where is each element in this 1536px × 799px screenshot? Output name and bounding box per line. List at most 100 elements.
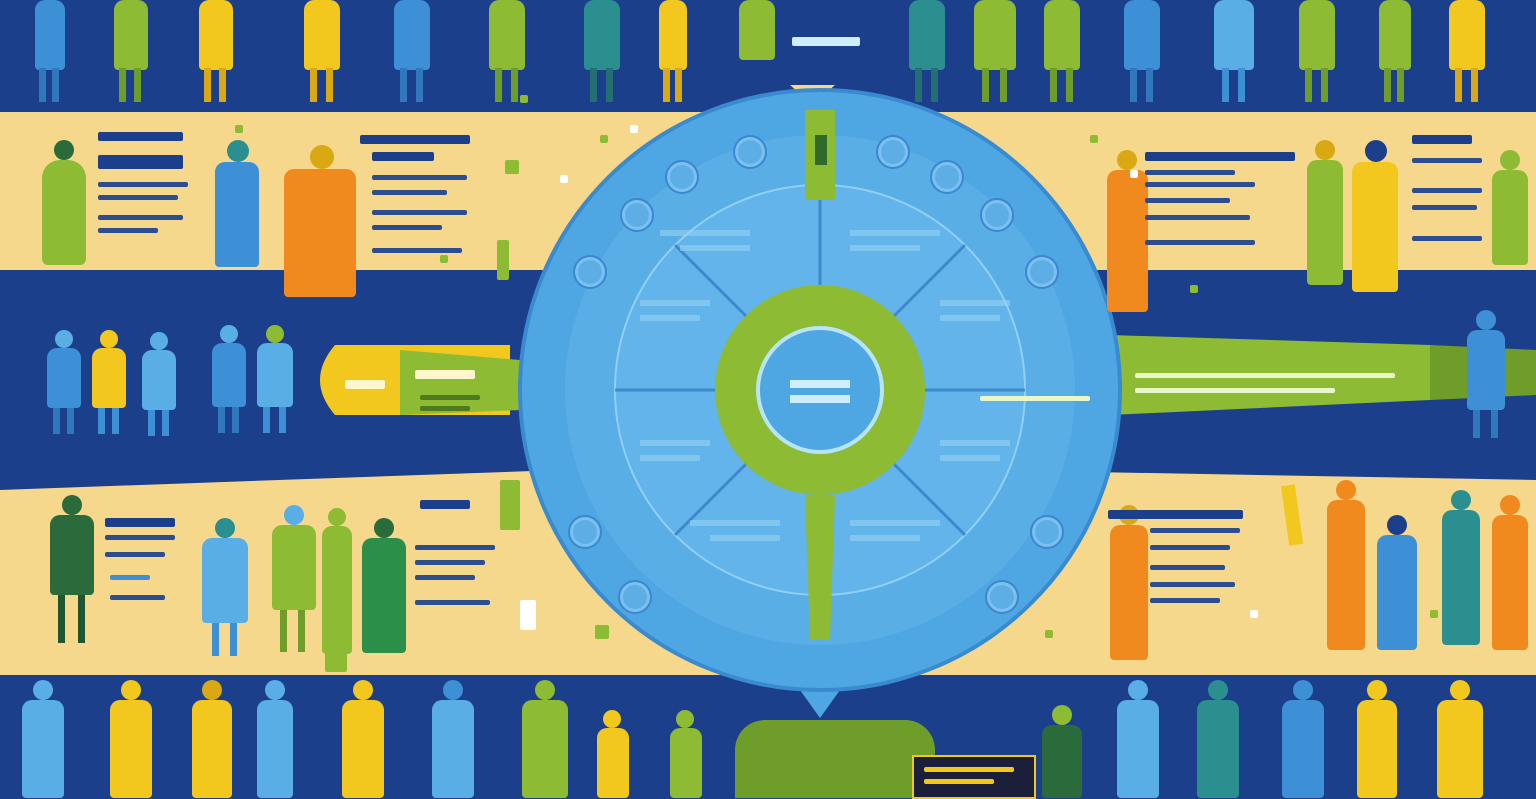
person-figure-icon [1108,505,1150,665]
wheel-badge-icon-2 [665,160,699,194]
person-figure-icon [970,0,1020,105]
person-figure-icon [1445,0,1489,105]
person-figure-icon [40,140,88,270]
confetti-piece [595,625,609,639]
confetti-piece [505,160,519,174]
panel-text-line [1150,598,1220,603]
panel-text-line [924,767,1014,772]
wheel-badge-icon-3 [620,198,654,232]
arrow-text-line [1135,388,1335,393]
wheel-badge-icon-8 [930,160,964,194]
person-figure-icon [1295,0,1339,105]
person-figure-icon [1305,140,1345,290]
person-figure-icon [110,0,152,105]
person-figure-icon [1440,490,1482,650]
panel-text-line [924,779,994,784]
panel-text-line [372,175,467,180]
arrow-text-line [980,396,1090,401]
person-figure-icon [905,0,949,105]
person-figure-icon [1375,515,1419,655]
wheel-badge-icon-7 [876,135,910,169]
confetti-piece [235,125,243,133]
person-figure-icon [1325,480,1367,655]
person-figure-icon [735,0,779,80]
arrow-label-scribble [345,380,385,389]
panel-heading-scribble [1108,510,1243,519]
confetti-piece [1090,135,1098,143]
panel-text-line [98,215,183,220]
wheel-badge-icon-6 [618,580,652,614]
panel-heading-scribble [98,155,183,169]
panel-text-line [98,228,158,233]
confetti-piece [440,255,448,263]
panel-heading-scribble [372,152,434,161]
confetti-piece [1130,170,1138,178]
person-figure-icon [1210,0,1258,105]
arrow-text-line [420,395,480,400]
confetti-piece [500,480,520,530]
panel-text-line [98,182,188,187]
person-figure-icon [360,518,408,658]
panel-text-line [98,195,178,200]
confetti-piece [560,175,568,183]
person-figure-icon [485,0,529,105]
panel-text-line [110,575,150,580]
person-figure-icon [1355,680,1399,798]
bottom-people-row [0,680,1536,799]
panel-text-line [372,190,447,195]
person-figure-icon [300,0,344,105]
panel-text-line [1150,582,1235,587]
panel-text-line [1150,545,1230,550]
confetti-piece [520,600,536,630]
person-figure-icon [270,505,318,655]
person-figure-icon [20,680,66,798]
panel-text-line [1412,205,1477,210]
person-figure-icon [595,710,631,798]
wheel-badge-icon-4 [573,255,607,289]
crowd-group [735,720,935,798]
panel-text-line [105,552,165,557]
person-figure-icon [1105,150,1150,315]
person-figure-icon [580,0,624,105]
arrow-text-line [1135,373,1395,378]
person-figure-icon [1195,680,1241,798]
person-figure-icon [668,710,704,798]
person-figure-icon [212,140,262,270]
person-figure-icon [140,332,178,437]
panel-heading-scribble [1412,135,1472,144]
person-figure-icon [320,508,354,658]
panel-text-line [1412,188,1482,193]
confetti-piece [600,135,608,143]
person-figure-icon [1375,0,1415,105]
person-figure-icon [1490,150,1530,270]
confetti-piece [497,240,509,280]
wheel-badge-icon-12 [985,580,1019,614]
person-figure-icon [45,330,83,435]
person-figure-icon [430,680,476,798]
person-figure-icon [1040,0,1084,105]
person-figure-icon [90,330,128,435]
person-figure-icon [255,680,295,798]
panel-heading-scribble [360,135,470,144]
wheel-badge-icon-9 [980,198,1014,232]
top-people-row [0,0,1536,110]
panel-text-line [415,560,485,565]
person-figure-icon [48,495,96,645]
wheel-badge-icon-5 [568,515,602,549]
confetti-piece [1250,610,1258,618]
arrow-label-scribble [415,370,475,379]
bottom-label-box [912,755,1036,799]
panel-text-line [1145,182,1255,187]
confetti-piece [1430,610,1438,618]
confetti-piece [520,95,528,103]
panel-heading-scribble [1145,152,1295,161]
arrow-text-line [420,406,470,411]
person-figure-icon [30,0,70,105]
person-figure-icon [340,680,386,798]
person-figure-icon [520,680,570,798]
person-figure-icon [1350,140,1400,295]
person-figure-icon [1115,680,1161,798]
panel-text-line [415,575,475,580]
panel-text-line [105,535,175,540]
